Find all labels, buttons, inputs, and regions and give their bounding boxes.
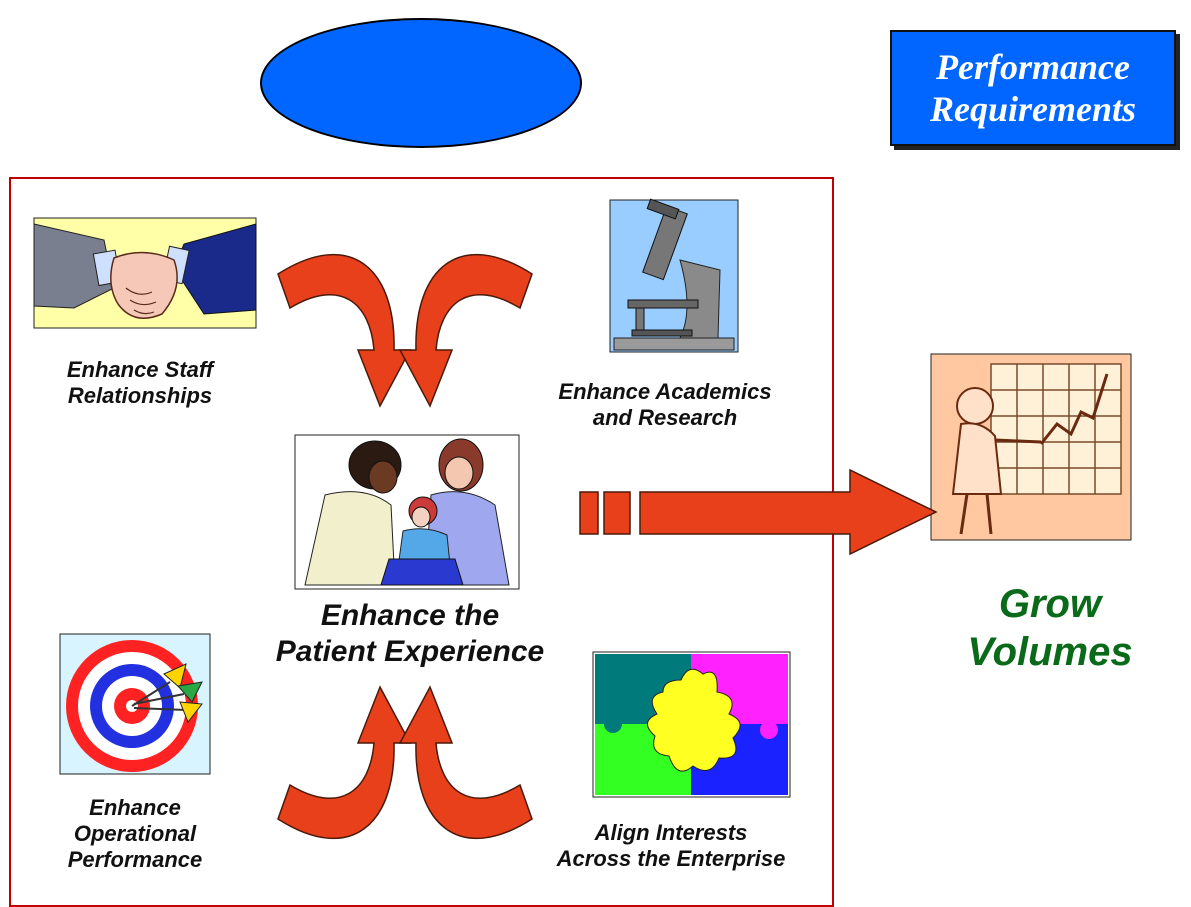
performance-requirements-box: Performance Requirements — [890, 30, 1176, 146]
curved-arrow-top-left — [277, 253, 412, 408]
converge-arrows-top — [277, 253, 533, 408]
microscope-icon — [609, 198, 739, 353]
title-oval — [260, 18, 582, 148]
puzzle-icon — [592, 651, 791, 798]
label-grow-volumes: Grow Volumes — [967, 582, 1133, 674]
label-enhance-patient: Enhance the Patient Experience — [275, 599, 545, 668]
converge-arrows-bottom — [277, 685, 533, 840]
family-care-icon — [294, 434, 520, 590]
label-enhance-operational: Enhance Operational Performance — [67, 795, 203, 872]
arrow-tail-bar-2 — [603, 491, 631, 535]
curved-arrow-top-right — [398, 253, 533, 408]
arrow-tail-bar-1 — [579, 491, 599, 535]
handshake-icon — [33, 217, 257, 329]
curved-arrow-bottom-right — [398, 685, 533, 840]
label-enhance-staff: Enhance Staff Relationships — [66, 357, 214, 408]
label-align-interests: Align Interests Across the Enterprise — [556, 820, 786, 871]
curved-arrow-bottom-left — [277, 685, 412, 840]
target-darts-icon — [59, 633, 211, 775]
label-enhance-academics: Enhance Academics and Research — [558, 379, 772, 430]
arrow-body — [639, 468, 938, 556]
performance-requirements-label: Performance Requirements — [929, 47, 1136, 129]
presenter-chart-icon — [930, 353, 1132, 541]
growth-arrow — [579, 468, 938, 556]
